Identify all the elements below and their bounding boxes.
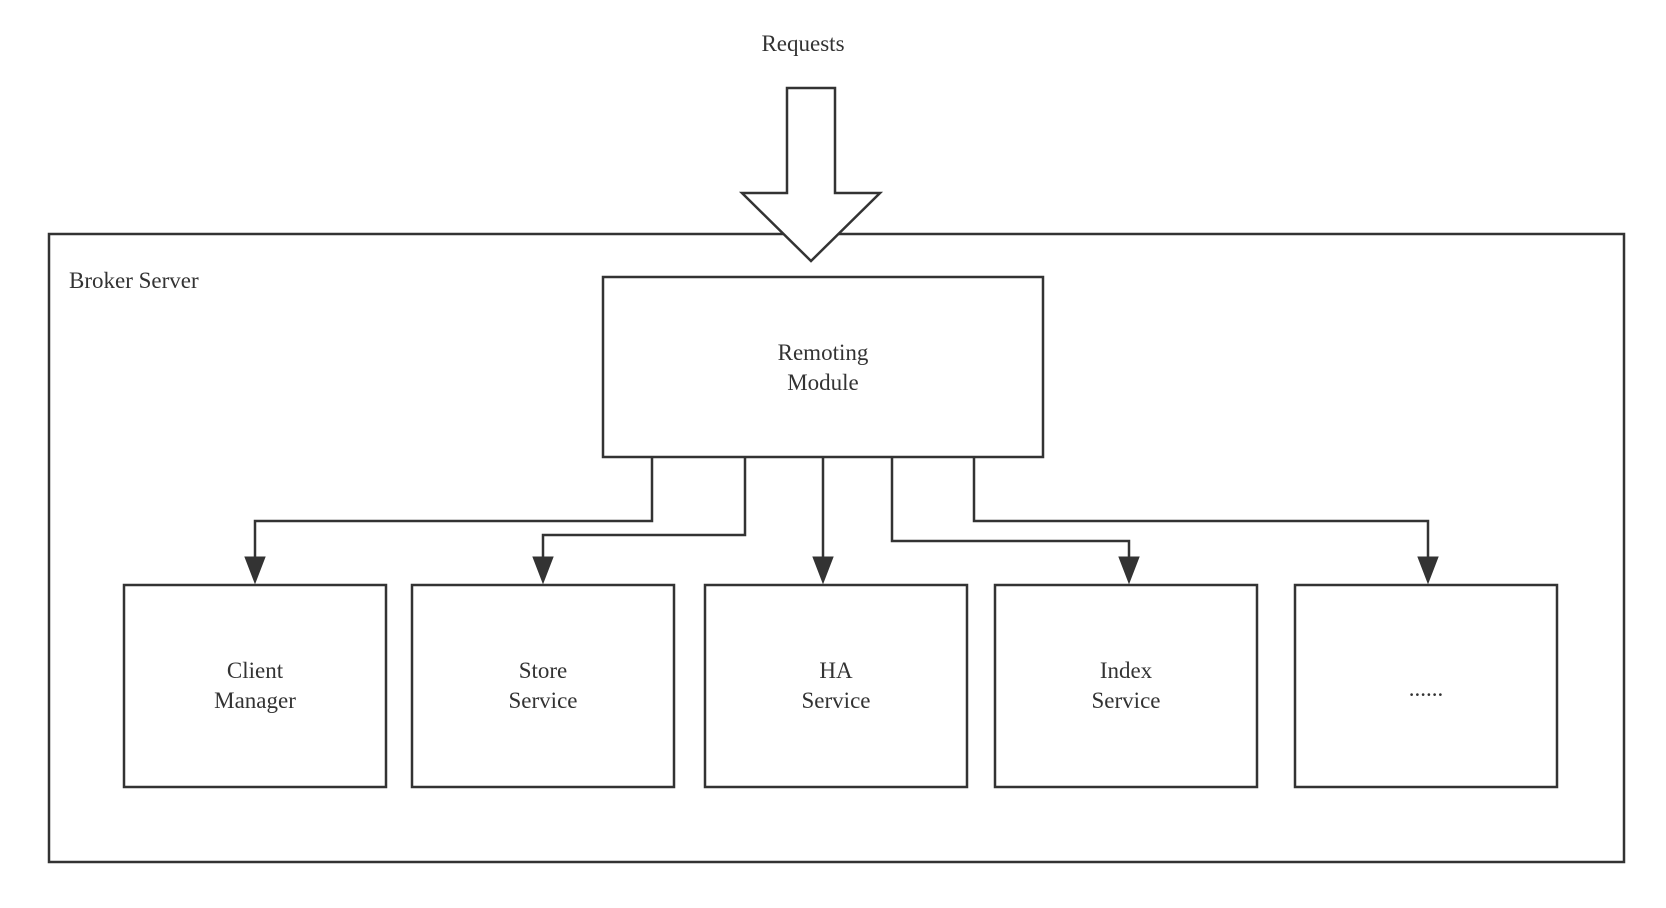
index-service-label-line2: Service bbox=[1092, 688, 1161, 713]
store-service-box bbox=[410, 583, 676, 789]
arrowhead-more bbox=[1417, 556, 1439, 585]
more-services-node: ...... bbox=[1293, 583, 1559, 789]
remoting-module-label-line2: Module bbox=[787, 370, 859, 395]
arrowhead-index-service bbox=[1118, 556, 1140, 585]
requests-arrow-icon bbox=[738, 86, 884, 263]
client-manager-node: Client Manager bbox=[122, 583, 388, 789]
arrowhead-ha-service bbox=[812, 556, 834, 585]
index-service-label-line1: Index bbox=[1100, 658, 1153, 683]
connector-more bbox=[972, 457, 1430, 562]
more-services-label: ...... bbox=[1409, 676, 1444, 701]
client-manager-box bbox=[122, 583, 388, 789]
client-manager-label-line2: Manager bbox=[214, 688, 296, 713]
ha-service-box bbox=[703, 583, 969, 789]
connector-store-service bbox=[541, 457, 747, 562]
remoting-module-label-line1: Remoting bbox=[778, 340, 869, 365]
broker-server-title: Broker Server bbox=[69, 268, 199, 293]
remoting-module-node: Remoting Module bbox=[601, 275, 1045, 459]
client-manager-label-line1: Client bbox=[227, 658, 284, 683]
connector-index-service bbox=[890, 457, 1131, 562]
store-service-label-line1: Store bbox=[519, 658, 568, 683]
arrowhead-client-manager bbox=[244, 556, 266, 585]
ha-service-node: HA Service bbox=[703, 583, 969, 789]
ha-service-label-line1: HA bbox=[819, 658, 853, 683]
index-service-box bbox=[993, 583, 1259, 789]
remoting-module-box bbox=[601, 275, 1045, 459]
store-service-node: Store Service bbox=[410, 583, 676, 789]
arrowhead-store-service bbox=[532, 556, 554, 585]
connector-client-manager bbox=[253, 457, 654, 562]
ha-service-label-line2: Service bbox=[802, 688, 871, 713]
requests-label: Requests bbox=[761, 31, 844, 56]
index-service-node: Index Service bbox=[993, 583, 1259, 789]
more-services-box bbox=[1293, 583, 1559, 789]
store-service-label-line2: Service bbox=[509, 688, 578, 713]
